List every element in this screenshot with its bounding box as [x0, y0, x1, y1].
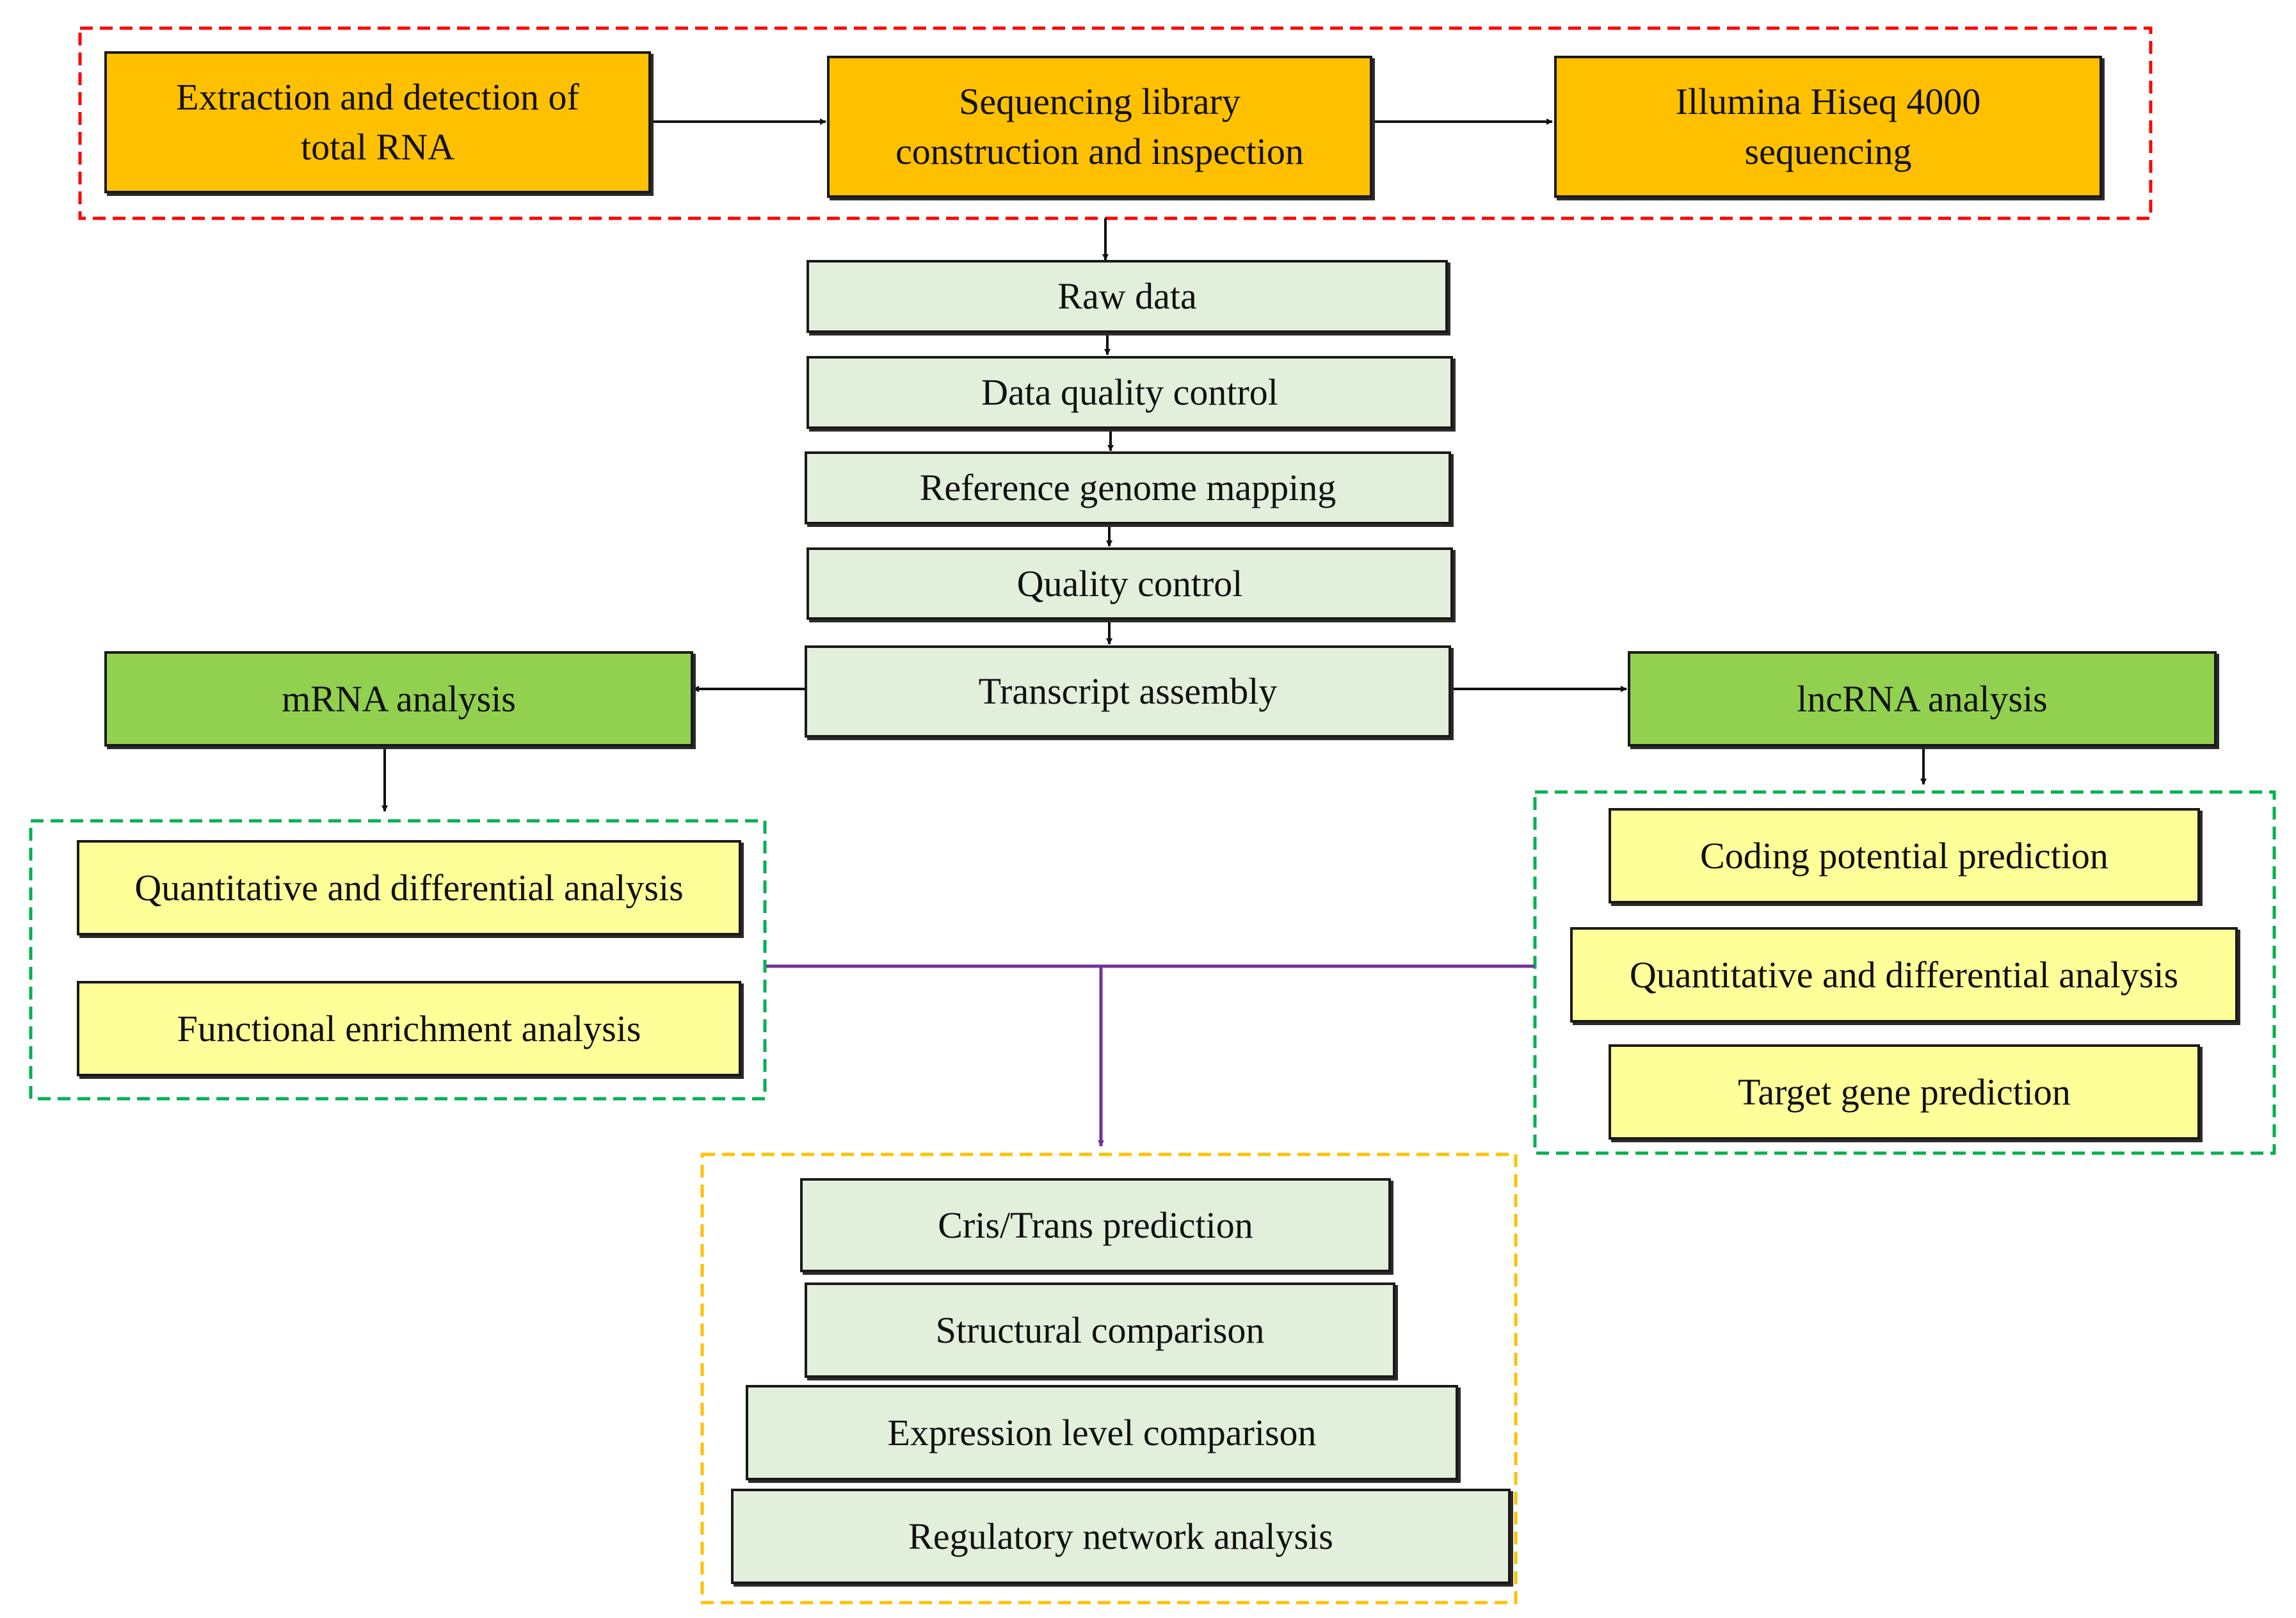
sequencing-group-frame [78, 26, 2153, 220]
mrna-analysis-box: mRNA analysis [104, 651, 693, 747]
extraction-label: Extraction and detection of total RNA [176, 76, 579, 168]
mrna-analysis-label: mRNA analysis [282, 677, 516, 720]
regulatory-label: Regulatory network analysis [908, 1515, 1333, 1557]
lncrna-coding-box: Coding potential prediction [1609, 808, 2200, 903]
quality-control-box: Quality control [807, 547, 1453, 620]
expression-box: Expression level comparison [746, 1385, 1458, 1480]
mrna-functional-label: Functional enrichment analysis [177, 1007, 641, 1049]
quality-control-label: Quality control [1016, 562, 1243, 604]
mrna-quant-label: Quantitative and differential analysis [134, 866, 684, 909]
lncrna-analysis-label: lncRNA analysis [1797, 677, 2048, 720]
lncrna-target-box: Target gene prediction [1609, 1044, 2200, 1140]
joint-group-frame [700, 1153, 1518, 1605]
extraction-box: Extraction and detection of total RNA [104, 51, 651, 193]
illumina-box: Illumina Hiseq 4000 sequencing [1554, 56, 2102, 198]
raw-data-label: Raw data [1057, 275, 1197, 317]
data-qc-label: Data quality control [981, 371, 1278, 413]
mrna-group-frame [29, 819, 767, 1101]
lncrna-quant-label: Quantitative and differential analysis [1629, 953, 2179, 996]
expression-label: Expression level comparison [887, 1411, 1317, 1453]
lncrna-quant-box: Quantitative and differential analysis [1570, 927, 2238, 1023]
mapping-box: Reference genome mapping [805, 451, 1451, 524]
assembly-box: Transcript assembly [805, 645, 1451, 738]
cris-trans-box: Cris/Trans prediction [800, 1178, 1391, 1272]
lncrna-analysis-box: lncRNA analysis [1628, 651, 2217, 747]
lncrna-group-frame [1533, 790, 2276, 1155]
cris-trans-label: Cris/Trans prediction [938, 1204, 1253, 1246]
data-qc-box: Data quality control [807, 356, 1453, 429]
mrna-quant-box: Quantitative and differential analysis [77, 840, 741, 935]
structural-label: Structural comparison [935, 1309, 1265, 1351]
lncrna-target-label: Target gene prediction [1738, 1071, 2071, 1113]
raw-data-box: Raw data [807, 260, 1448, 333]
illumina-label: Illumina Hiseq 4000 sequencing [1675, 81, 1981, 172]
regulatory-box: Regulatory network analysis [731, 1489, 1511, 1584]
mrna-functional-box: Functional enrichment analysis [77, 981, 741, 1076]
library-box: Sequencing library construction and insp… [827, 56, 1372, 198]
assembly-label: Transcript assembly [978, 670, 1278, 712]
structural-box: Structural comparison [805, 1282, 1395, 1378]
library-label: Sequencing library construction and insp… [895, 81, 1304, 172]
lncrna-coding-label: Coding potential prediction [1700, 834, 2108, 877]
mapping-label: Reference genome mapping [919, 467, 1337, 508]
